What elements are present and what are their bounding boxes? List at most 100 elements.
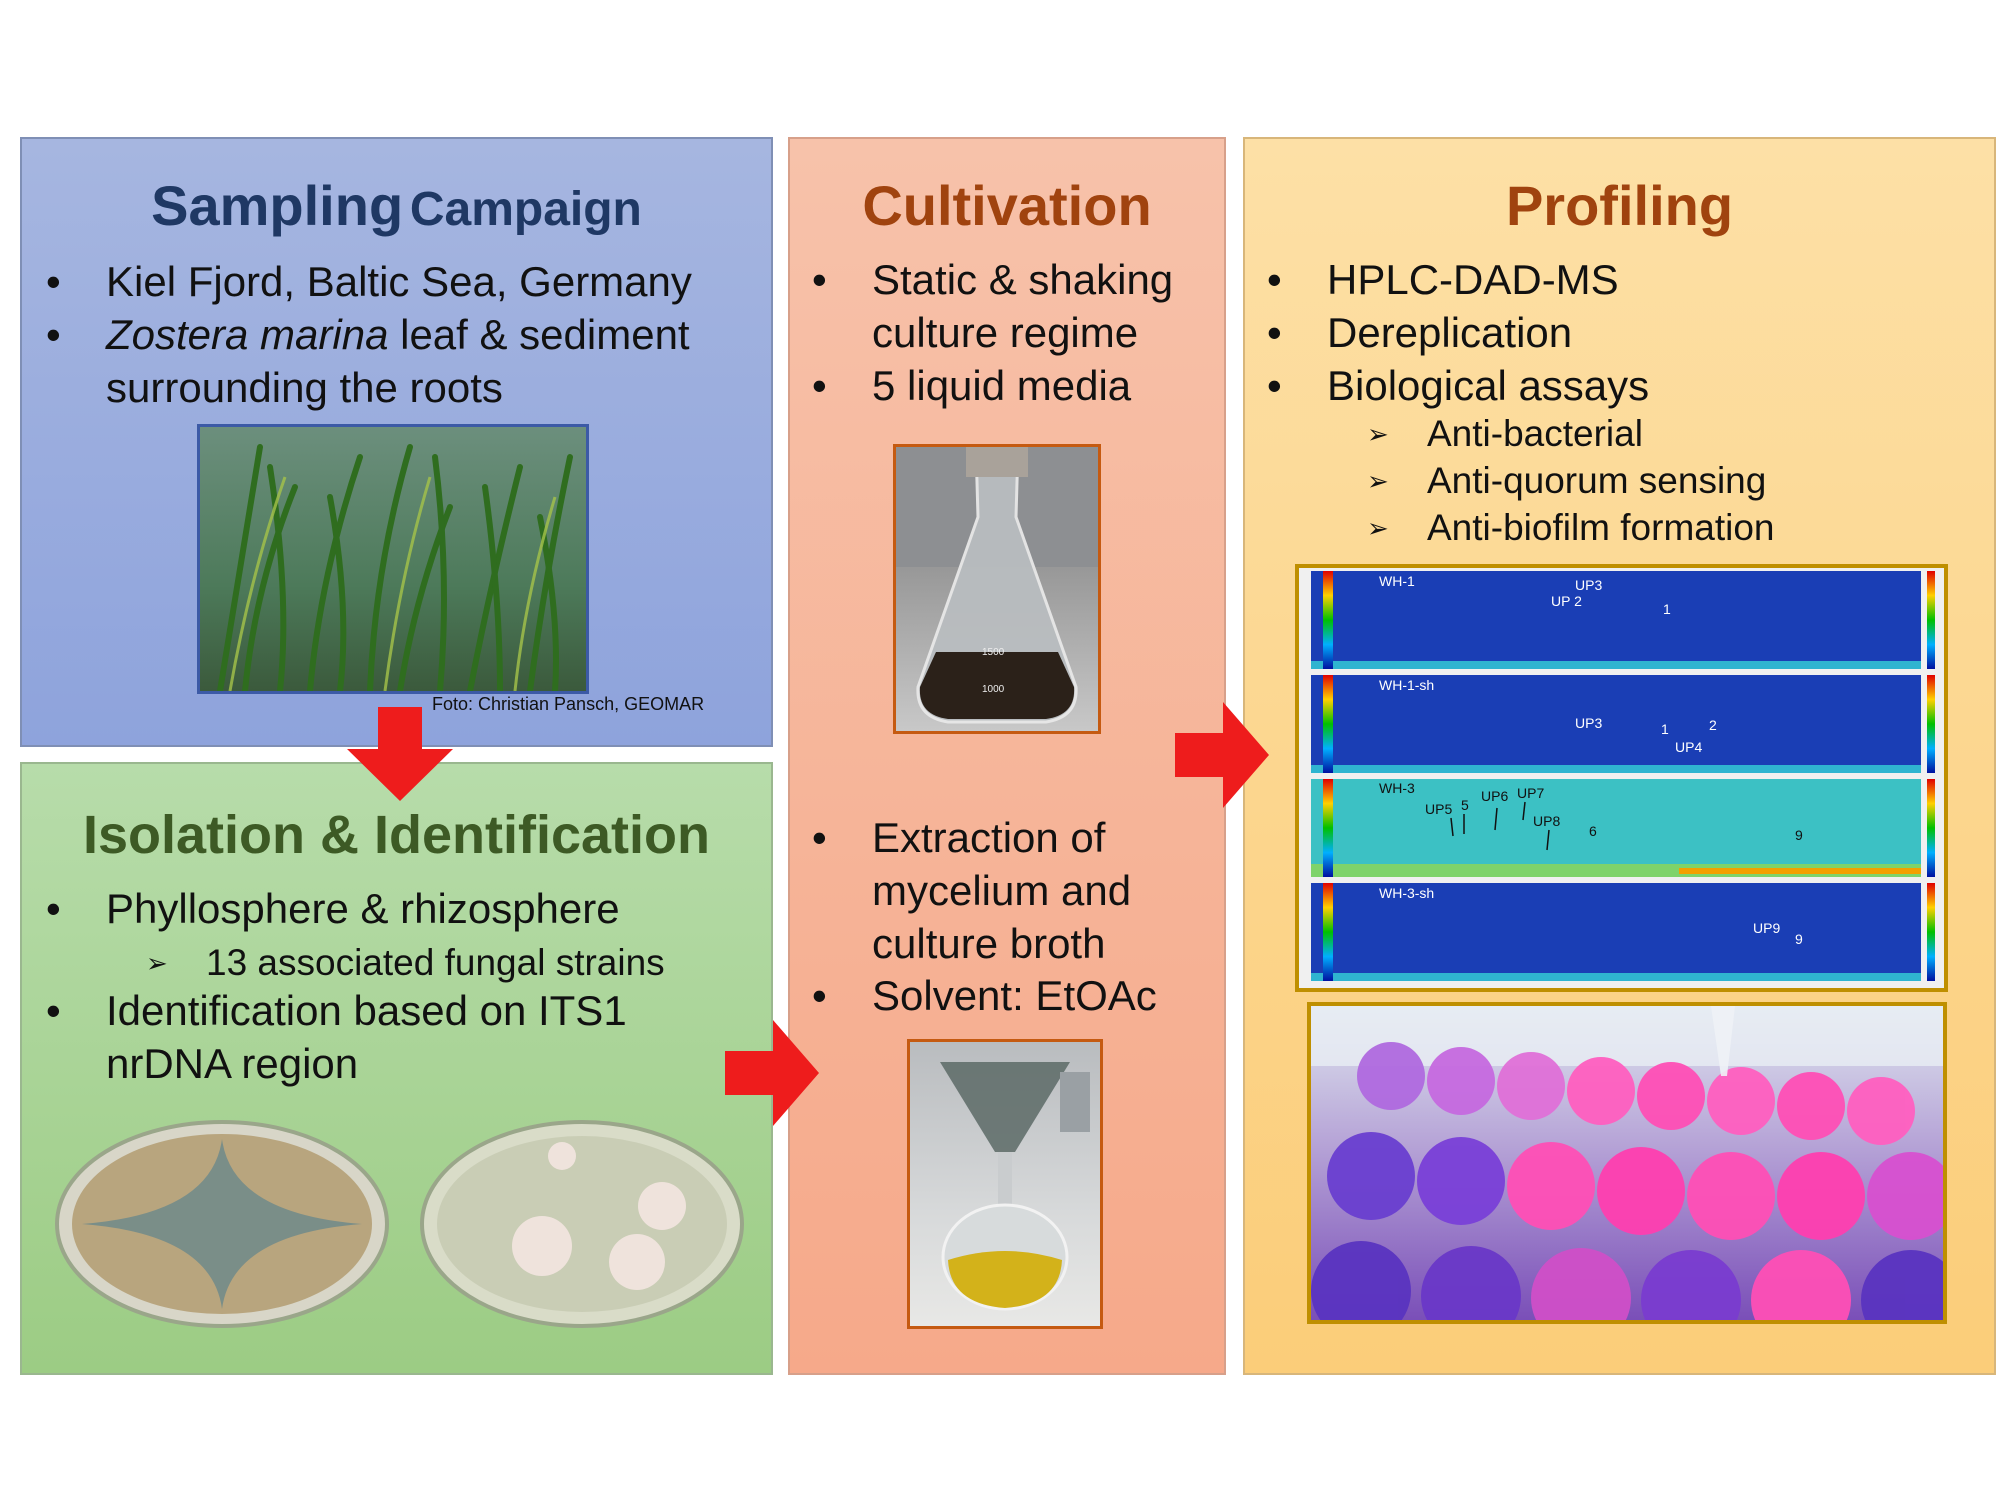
arrow-bullet-icon: ➢ [146, 948, 168, 978]
cultivation-bullet-3-line3: culture broth [872, 920, 1106, 967]
microplate-assay-photo [1307, 1002, 1947, 1324]
profiling-panel: Profiling • HPLC-DAD-MS • Dereplication … [1243, 137, 1996, 1375]
trace-name-wh3-sh: WH-3-sh [1379, 885, 1434, 901]
petri-dishes-photo [55, 1120, 744, 1328]
peak-label: 5 [1461, 797, 1469, 813]
cultivation-bullet-1-line2: culture regime [872, 309, 1139, 356]
bullet-dot: • [46, 885, 61, 932]
peak-label: UP5 [1425, 801, 1452, 817]
photo-credit: Foto: Christian Pansch, GEOMAR [432, 694, 705, 714]
isolation-title: Isolation & Identification [82, 805, 710, 865]
profiling-sub-2: ➢ Anti-quorum sensing [1367, 460, 1767, 502]
hplc-drawing: WH-1 UP3 UP 2 1 WH-1-sh UP3 1 2 UP4 UP9 … [1311, 571, 1935, 981]
peak-label: UP4 [1675, 739, 1702, 755]
peak-label: UP8 [1533, 813, 1560, 829]
microplate-drawing [1311, 1006, 1943, 1320]
isolation-bullet-2-line2: nrDNA region [106, 1040, 359, 1087]
bullet-dot: • [46, 258, 61, 305]
peak-label: UP6 [1481, 788, 1508, 804]
isolation-bullet-2: • Identification based on ITS1 nrDNA reg… [46, 984, 627, 1090]
flask-mark-1000: 1000 [982, 684, 1005, 695]
flask-mark-1500: 1500 [982, 647, 1005, 658]
sampling-title: Sampling Campaign [22, 173, 771, 238]
sampling-title-main: Sampling [151, 174, 404, 237]
cultivation-title: Cultivation [862, 174, 1152, 237]
profiling-bullet-1-text: HPLC-DAD-MS [1327, 256, 1619, 303]
cultivation-bullet-1: • Static & shaking culture regime [812, 253, 1174, 359]
peak-label: UP9 [1753, 920, 1780, 936]
profiling-bullet-3: • Biological assays [1267, 359, 1650, 412]
sampling-bullet-1: • Kiel Fjord, Baltic Sea, Germany [46, 255, 692, 308]
peak-label: 1 [1663, 601, 1671, 617]
seagrass-drawing [217, 444, 573, 691]
bullet-dot: • [812, 814, 827, 861]
cultivation-bullet-3-line2: mycelium and [872, 867, 1132, 914]
peak-label: UP7 [1517, 785, 1544, 801]
trace-name-wh1: WH-1 [1379, 573, 1415, 589]
arrow-right-icon [725, 1020, 819, 1126]
peak-label: 9 [1795, 931, 1803, 947]
sampling-bullet-2-line2: surrounding the roots [106, 364, 503, 411]
peak-label: 6 [1589, 823, 1597, 839]
bullet-dot: • [812, 362, 827, 409]
cultivation-bullet-4-text: Solvent: EtOAc [872, 972, 1157, 1019]
profiling-bullet-2-text: Dereplication [1327, 309, 1573, 356]
bullet-dot: • [1267, 362, 1282, 409]
peak-label: 9 [1795, 827, 1803, 843]
fungal-colony-2a [512, 1216, 572, 1276]
isolation-sub-1: ➢ 13 associated fungal strains [146, 942, 665, 984]
isolation-bullet-2-line1: Identification based on ITS1 [106, 987, 627, 1034]
fungal-colony-2c [638, 1182, 686, 1230]
species-name: Zostera marina [106, 311, 389, 358]
arrow-bullet-icon: ➢ [1367, 466, 1389, 496]
arrow-bullet-icon: ➢ [1367, 419, 1389, 449]
bullet-dot: • [1267, 309, 1282, 356]
fungal-colony-2b [609, 1234, 665, 1290]
profiling-sub-1-text: Anti-bacterial [1427, 413, 1643, 454]
hplc-chromatograms: WH-1 UP3 UP 2 1 WH-1-sh UP3 1 2 UP4 UP9 … [1295, 564, 1948, 992]
trace-name-wh1-sh: WH-1-sh [1379, 677, 1434, 693]
profiling-sub-1: ➢ Anti-bacterial [1367, 413, 1643, 455]
flask-photo: 1500 1000 [893, 444, 1101, 734]
peak-label: 2 [1709, 717, 1717, 733]
cultivation-bullet-4: • Solvent: EtOAc [812, 969, 1157, 1022]
profiling-sub-2-text: Anti-quorum sensing [1427, 460, 1767, 501]
sampling-title-secondary: Campaign [409, 183, 642, 236]
isolation-identification-panel: Isolation & Identification • Phyllospher… [20, 762, 773, 1375]
extraction-photo [907, 1039, 1103, 1329]
bullet-dot: • [46, 311, 61, 358]
arrow-down-icon [347, 707, 453, 801]
profiling-bullet-3-text: Biological assays [1327, 362, 1650, 409]
cultivation-bullet-1-line1: Static & shaking [872, 256, 1174, 303]
petri-dish-2-agar [437, 1136, 727, 1312]
seagrass-photo [197, 424, 589, 694]
profiling-sub-3-text: Anti-biofilm formation [1427, 507, 1775, 548]
cultivation-bullet-2-text: 5 liquid media [872, 362, 1132, 409]
fungal-colony-1-gap [82, 1139, 362, 1309]
sampling-bullet-1-text: Kiel Fjord, Baltic Sea, Germany [106, 258, 692, 305]
cultivation-bullet-2: • 5 liquid media [812, 359, 1132, 412]
bullet-dot: • [46, 987, 61, 1034]
bullet-dot: • [812, 972, 827, 1019]
cultivation-panel: Cultivation • Static & shaking culture r… [788, 137, 1226, 1375]
fungal-colony-2d [548, 1142, 576, 1170]
sampling-bullet-2: • Zostera marina leaf & sediment surroun… [46, 308, 690, 414]
bullet-dot: • [1267, 256, 1282, 303]
isolation-sub-1-text: 13 associated fungal strains [206, 942, 665, 983]
peak-label: UP 2 [1551, 593, 1582, 609]
arrow-right-icon [1175, 702, 1269, 808]
sampling-bullet-2-text: leaf & sediment [388, 311, 690, 358]
flask-drawing: 1500 1000 [896, 447, 1098, 724]
peak-label: 1 [1661, 721, 1669, 737]
profiling-sub-3: ➢ Anti-biofilm formation [1367, 507, 1775, 549]
arrow-bullet-icon: ➢ [1367, 513, 1389, 543]
bullet-dot: • [812, 256, 827, 303]
isolation-bullet-1: • Phyllosphere & rhizosphere [46, 882, 620, 935]
cultivation-bullet-3-line1: Extraction of [872, 814, 1106, 861]
extraction-drawing [940, 1062, 1090, 1311]
profiling-bullet-1: • HPLC-DAD-MS [1267, 253, 1619, 306]
peak-label: UP3 [1575, 715, 1602, 731]
trace-name-wh3: WH-3 [1379, 780, 1415, 796]
peak-label: UP3 [1575, 577, 1602, 593]
profiling-title: Profiling [1505, 174, 1734, 237]
